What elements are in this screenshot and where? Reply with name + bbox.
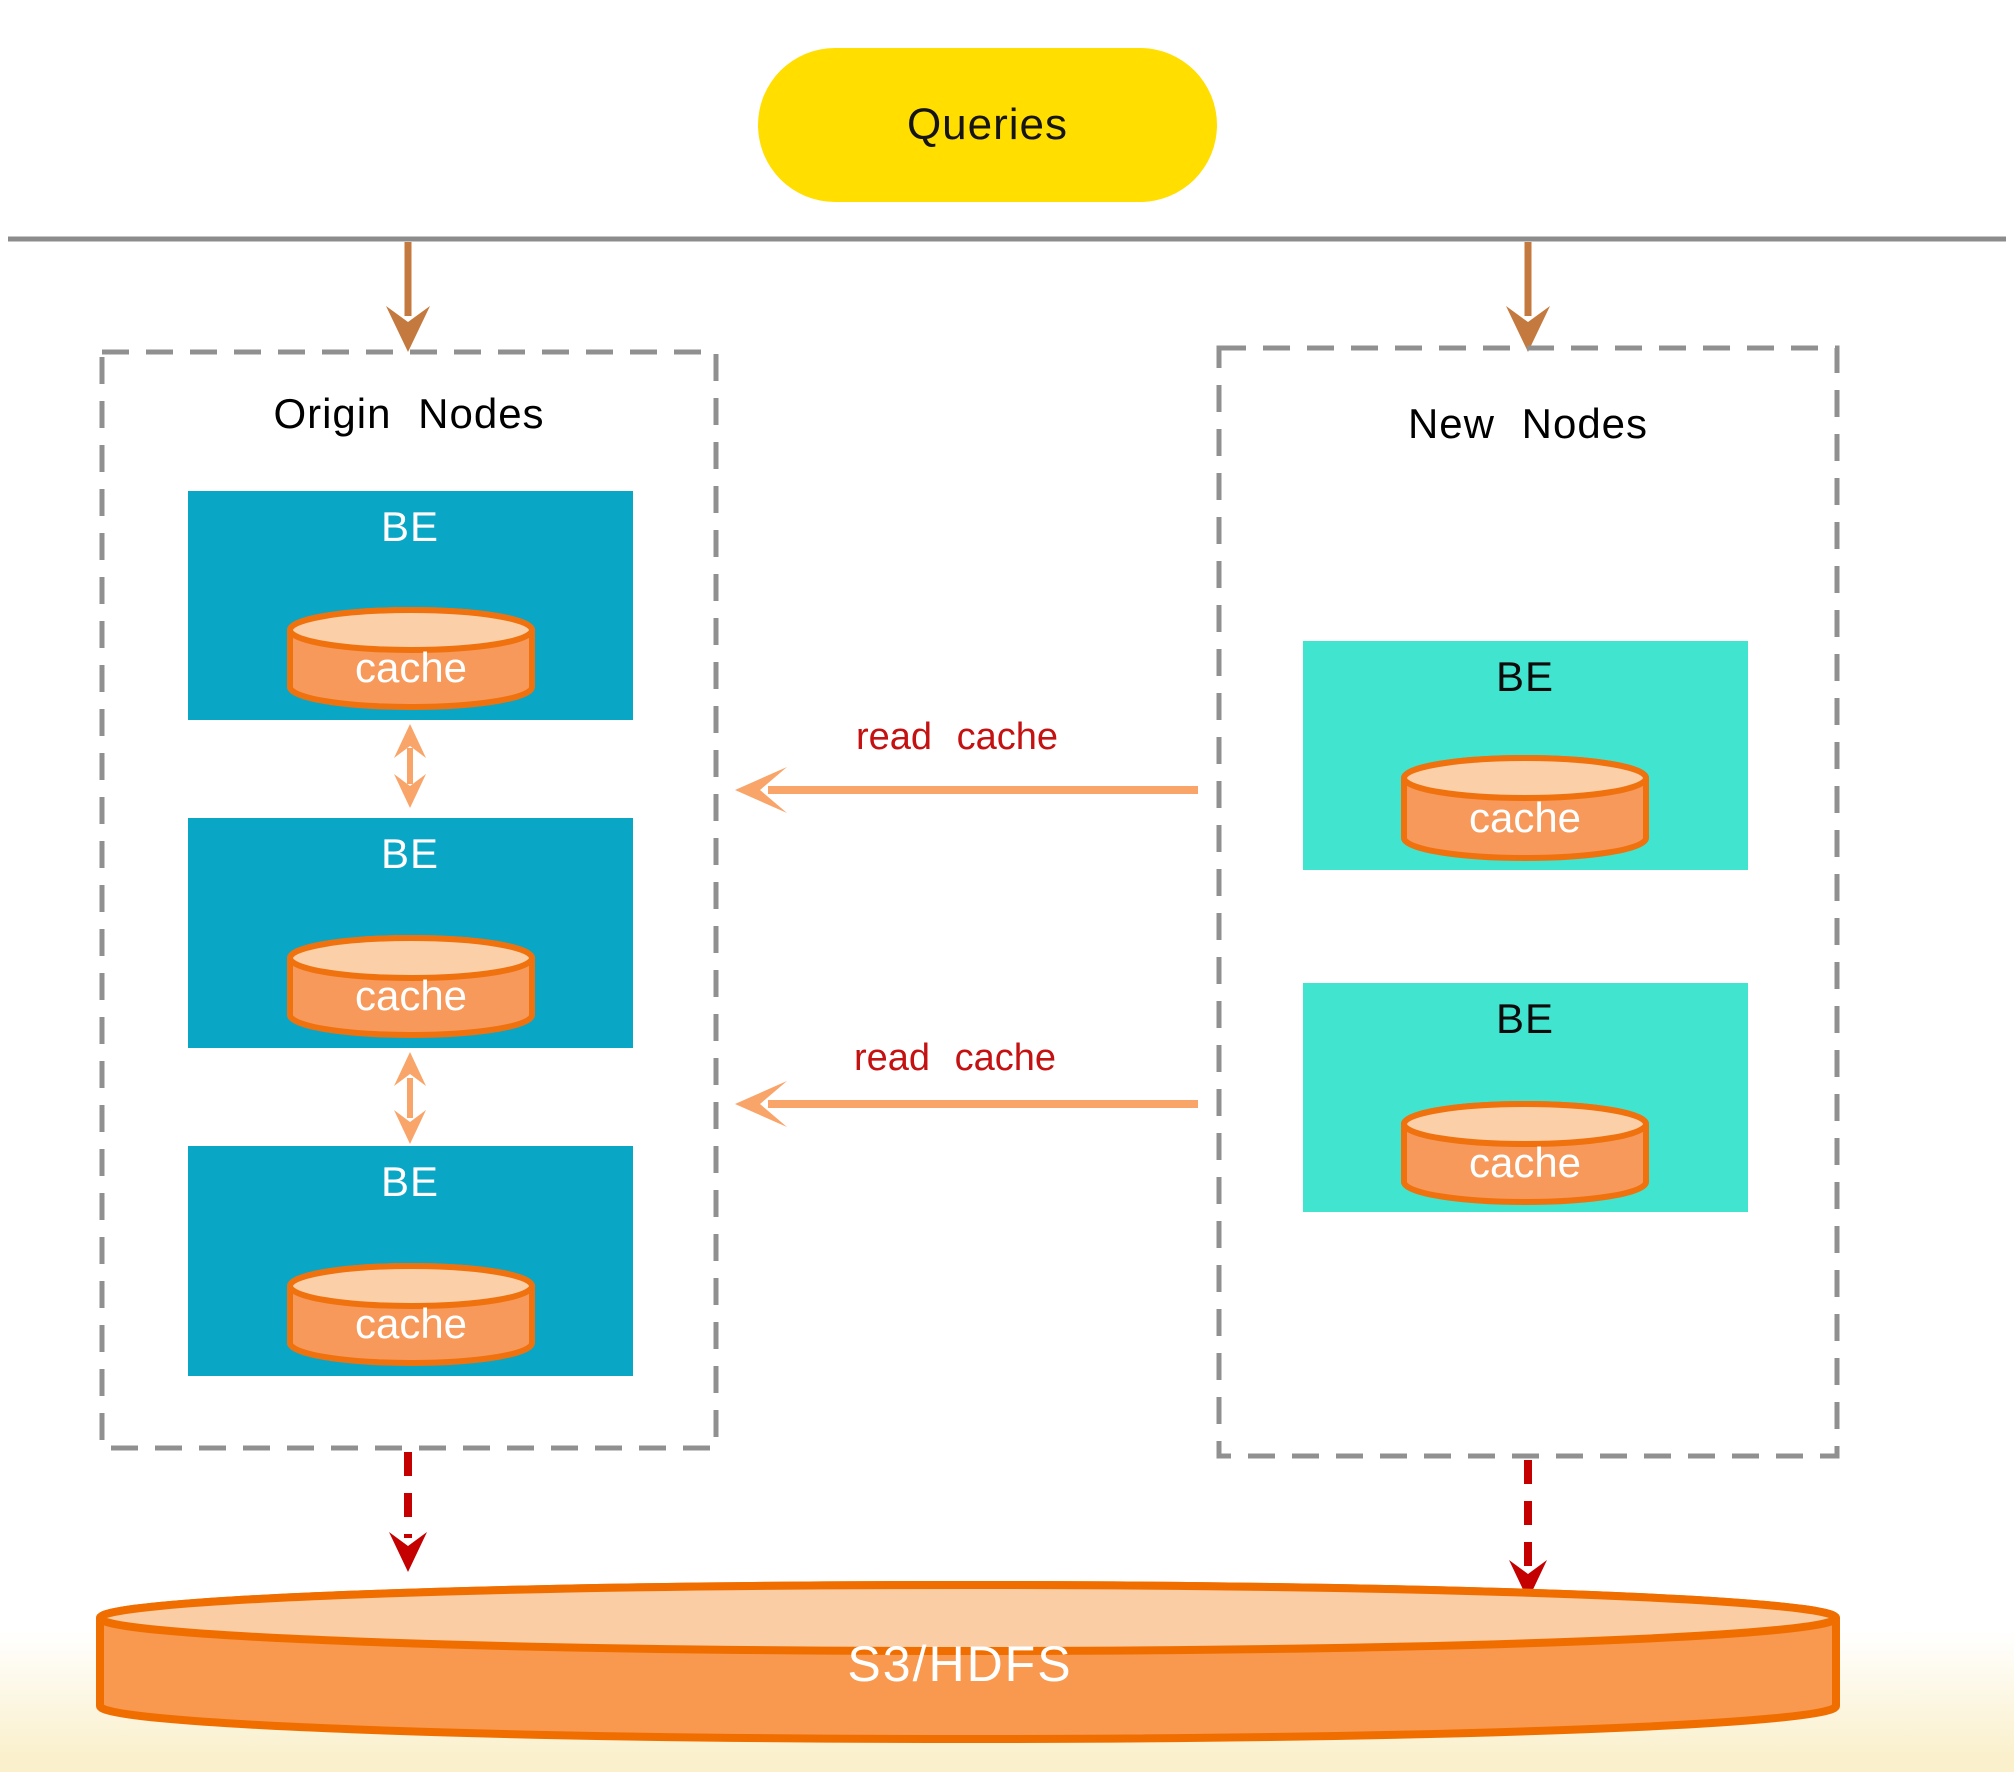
new-be-label: BE (1495, 653, 1555, 700)
query-arrow-origin-icon (386, 242, 430, 352)
new-be-label: BE (1495, 995, 1555, 1042)
queries-node: Queries (758, 48, 1217, 202)
cache-cylinder-icon (287, 935, 535, 1038)
cache-label: cache (1468, 1139, 1582, 1186)
cache-sync-arrow-icon (394, 724, 426, 808)
read-cache-arrow-icon (735, 767, 1198, 813)
read-cache-label: read cache (853, 1037, 1057, 1079)
cache-label: cache (354, 972, 468, 1019)
cache-cylinder-icon (1401, 1101, 1649, 1205)
storage-arrow-origin-icon (389, 1452, 427, 1572)
cache-cylinder-icon (1401, 755, 1649, 861)
origin-nodes-frame (99, 349, 719, 1451)
cache-sync-arrow-icon (394, 1052, 426, 1144)
queries-label: Queries (906, 100, 1069, 149)
read-cache-arrow-icon (735, 1081, 1198, 1127)
query-arrow-new-icon (1506, 242, 1550, 352)
cache-label: cache (1468, 794, 1582, 841)
storage-cylinder (96, 1581, 1840, 1743)
storage-label: S3/HDFS (847, 1636, 1073, 1692)
cache-cylinder-icon (287, 607, 535, 710)
origin-be-label: BE (380, 1158, 440, 1205)
read-cache-label: read cache (855, 716, 1059, 758)
cache-cylinder-icon (287, 1263, 535, 1366)
origin-be-label: BE (380, 830, 440, 877)
origin-be-label: BE (380, 503, 440, 550)
storage-arrow-new-icon (1509, 1460, 1547, 1600)
origin-nodes-title: Origin Nodes (273, 390, 545, 437)
new-nodes-title: New Nodes (1407, 400, 1649, 447)
cache-label: cache (354, 1300, 468, 1347)
cache-label: cache (354, 644, 468, 691)
new-nodes-frame (1216, 345, 1840, 1459)
